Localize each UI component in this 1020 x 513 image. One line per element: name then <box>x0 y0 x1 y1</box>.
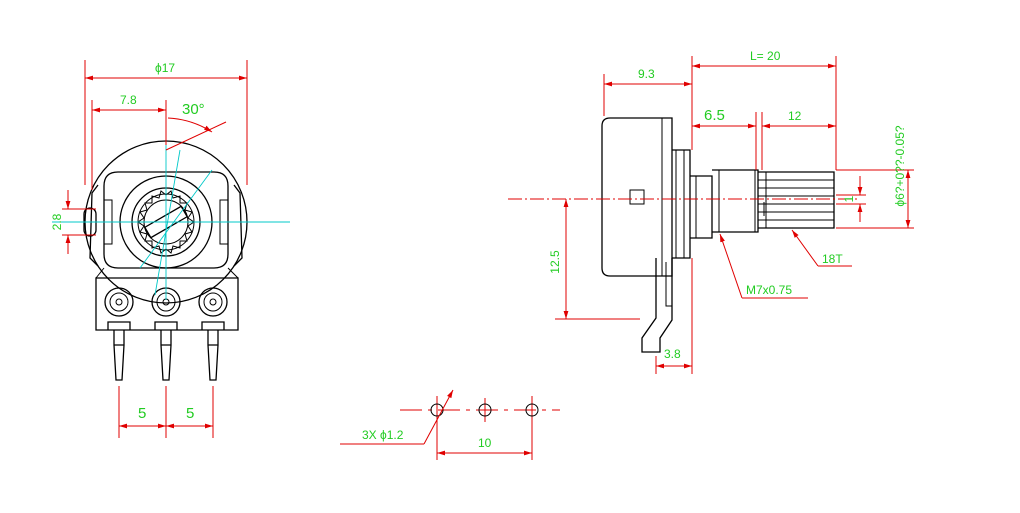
side-flange <box>672 149 691 259</box>
side-view: 9.3 L= 20 6.5 12 ϕ6?+0??-0.05? 1 12.5 18… <box>508 49 914 374</box>
front-view: ϕ17 7.8 30° 2.8 5 5 <box>50 60 290 438</box>
label-pin-width: 3.8 <box>664 347 681 361</box>
right-lug <box>233 184 243 267</box>
label-thread-spec: M7x0.75 <box>746 283 792 297</box>
eyelet-left <box>104 287 134 317</box>
left-lug <box>89 184 99 267</box>
side-knurl <box>758 171 835 229</box>
pin-middle <box>154 321 178 381</box>
side-thread <box>712 169 759 233</box>
label-hole-spec: 3X ϕ1.2 <box>362 428 404 442</box>
side-housing <box>601 117 673 277</box>
pin-left <box>107 321 131 381</box>
hole-pattern: 3X ϕ1.2 10 <box>340 389 560 460</box>
dim-arc-angle <box>167 117 213 133</box>
hole-2 <box>478 403 492 417</box>
label-flat: 1 <box>842 195 856 202</box>
label-knurl-length: 12 <box>788 109 802 123</box>
label-total-length: L= 20 <box>750 49 781 63</box>
label-slot-height: 2.8 <box>50 213 64 230</box>
label-height: 12.5 <box>548 250 562 274</box>
label-shaft-diameter: ϕ6?+0??-0.05? <box>893 125 907 206</box>
label-thread-length: 6.5 <box>704 107 725 124</box>
label-body-length: 9.3 <box>638 67 655 81</box>
label-pitch-right: 5 <box>186 405 194 422</box>
inner-frame <box>103 171 229 269</box>
terminal-block <box>95 277 239 331</box>
shaft-slot <box>143 205 189 239</box>
angled-centerline <box>139 169 213 269</box>
label-body-diameter: ϕ17 <box>155 61 175 75</box>
pin-right <box>201 321 225 381</box>
label-angle: 30° <box>182 101 205 118</box>
side-window <box>629 189 645 205</box>
label-offset: 7.8 <box>120 93 137 107</box>
side-pin <box>641 258 673 353</box>
eyelet-right <box>198 287 228 317</box>
label-teeth: 18T <box>822 252 843 266</box>
hole-3 <box>525 403 539 417</box>
hole-1 <box>430 403 444 417</box>
label-pitch-left: 5 <box>138 405 146 422</box>
side-bushing <box>690 175 713 239</box>
label-hole-spacing: 10 <box>478 436 492 450</box>
